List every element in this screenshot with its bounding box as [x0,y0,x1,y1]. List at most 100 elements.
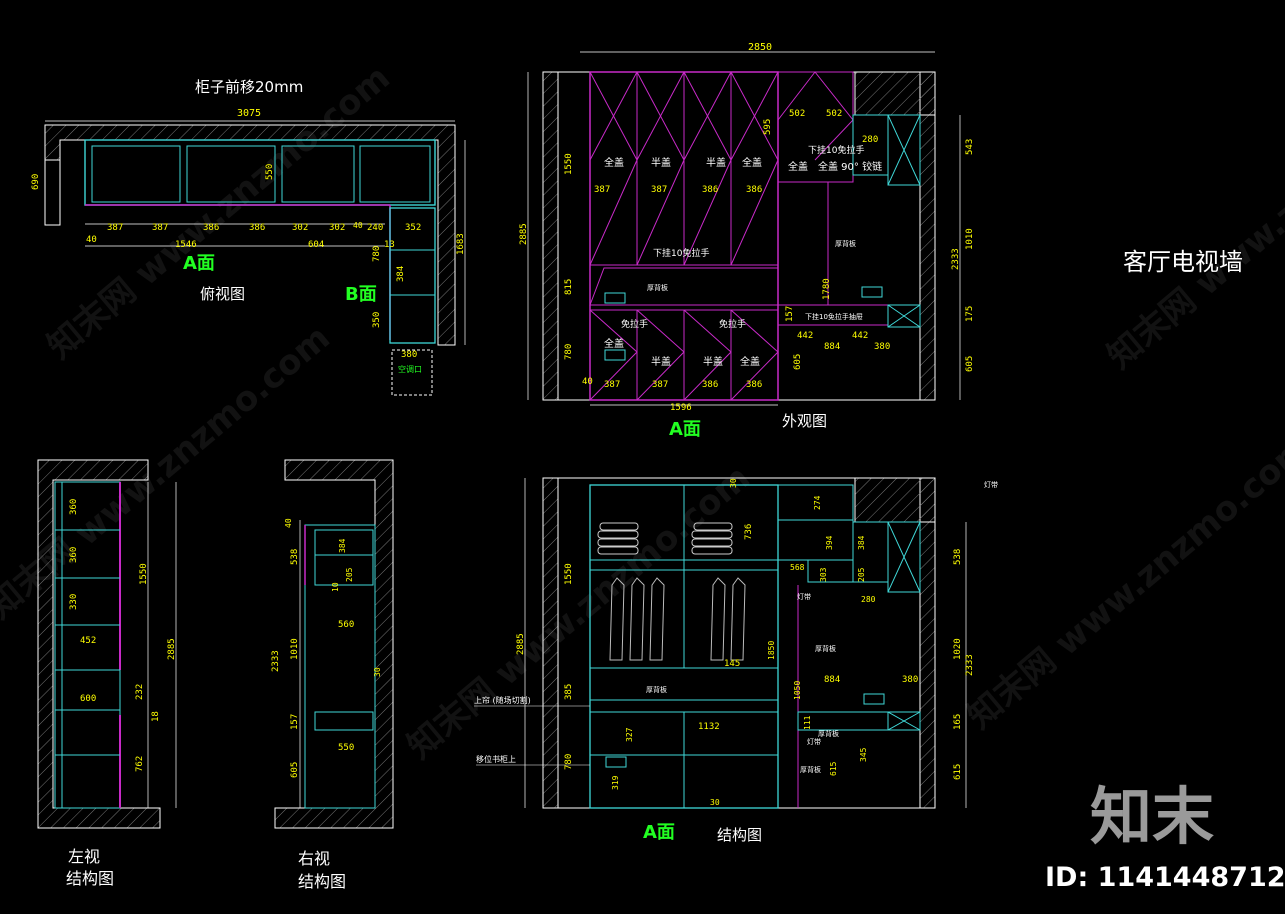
struct-dim: 319 [611,775,620,790]
struct-dim: 385 [564,684,574,700]
plan-dim: 1546 [175,240,197,250]
struct-dim: 280 [861,595,876,604]
struct-wall-left [542,477,559,809]
elev-dim: 502 [826,109,842,119]
plan-ac-box [391,349,433,396]
elev-label: 全盖 [604,337,624,350]
main-title: 客厅电视墙 [1123,248,1243,276]
elev-wall-right [919,71,936,401]
elev-dim: 386 [702,185,718,195]
plan-dim: 386 [249,223,265,233]
elev-dim: 442 [852,331,868,341]
struct-cross [887,711,921,731]
elev-label: 半盖 [651,355,671,368]
plan-dim-top: 3075 [237,108,261,119]
left-dim: 360 [69,547,79,563]
struct-cell [887,711,921,731]
plan-note: 柜子前移20mm [195,78,303,96]
struct-dim: 111 [803,715,812,730]
elev-dim: 605 [793,354,803,370]
elev-label: 全盖 [788,160,808,173]
elev-niche [589,267,779,306]
plan-cell [91,145,181,203]
struct-dim: 274 [813,495,822,510]
elev-caption: 外观图 [782,412,827,430]
plan-dim: 350 [372,312,382,328]
plan-dim: 690 [31,174,41,190]
left-caption-2: 结构图 [66,869,114,888]
struct-label: 灯带 [797,592,811,601]
elev-dim: 387 [651,185,667,195]
brand-logo: 知末 [1090,780,1214,853]
left-dim: 232 [135,684,145,700]
struct-cell [807,559,854,583]
struct-wall-right [919,477,936,809]
elev-dim: 605 [965,356,975,372]
elev-wall-top [854,71,936,116]
elev-face-a: A面 [669,419,701,440]
struct-dim: 1850 [767,641,776,660]
elev-dim: 2333 [951,248,961,270]
plan-dim: 387 [107,223,123,233]
elev-dim: 1550 [564,153,574,175]
left-caption-1: 左视 [68,847,100,866]
folded-clothes-icon [597,522,733,555]
struct-label: 厚背板 [818,729,839,738]
struct-dim: 327 [625,727,634,742]
struct-label: 厚背板 [800,765,821,774]
elev-dim: 386 [746,185,762,195]
elev-dim: 502 [789,109,805,119]
right-cabinet [304,524,376,809]
struct-vent [605,756,627,768]
elevation-view: 2850 全盖 半盖 半盖 全盖 下挂1 [519,42,975,440]
right-dim: 538 [290,549,300,565]
elev-label: 下挂10免拉手 [653,247,709,259]
struct-dim: 1020 [953,638,963,660]
elev-dim: 2885 [519,223,529,245]
plan-dim: 550 [265,164,275,180]
plan-dim: 352 [405,223,421,233]
left-dim: 330 [69,594,79,610]
elev-label: 全盖 90° 铰链 [818,160,882,173]
left-dim: 762 [135,756,145,772]
elev-dim: 884 [824,342,840,352]
elev-dim: 780 [564,344,574,360]
struct-dim: 1550 [564,563,574,585]
struct-dim: 384 [857,535,866,550]
watermark-text: 知末网 www.znzmo.com [40,58,398,367]
struct-cross [887,521,921,593]
struct-dim: 568 [790,563,805,572]
right-wall-hatch [274,459,394,829]
struct-dim: 1132 [698,722,720,732]
elev-label: 半盖 [651,156,671,169]
plan-dim: 40 [86,235,97,245]
right-dim: 30 [373,667,382,677]
plan-face-a: A面 [183,253,215,274]
struct-dim: 303 [819,567,828,582]
struct-dim: 538 [953,549,963,565]
elev-cross [887,304,921,328]
elev-dim: 387 [594,185,610,195]
right-dim: 157 [290,714,300,730]
plan-dim: 302 [292,223,308,233]
struct-dim: 145 [724,659,740,669]
plan-dim: 780 [372,246,382,262]
elev-label: 全盖 [604,156,624,169]
elev-label: 半盖 [703,355,723,368]
watermark-text: 知末网 www.znzmo.com [400,458,758,767]
left-dim: 600 [80,694,96,704]
left-dim: 1550 [139,563,149,585]
struct-label: 厚背板 [646,685,667,694]
elev-dim: 387 [652,380,668,390]
struct-dim: 2885 [516,633,526,655]
elev-dim: 386 [702,380,718,390]
plan-dim: 384 [396,266,406,282]
elev-dim: 595 [763,119,773,135]
plan-small-label: 空调口 [398,364,422,374]
right-dim: 2333 [271,650,281,672]
elev-cross [887,114,921,186]
right-dim: 384 [338,538,347,553]
elev-vent [604,292,626,304]
right-drawer [314,711,374,731]
elev-dim: 543 [965,139,975,155]
